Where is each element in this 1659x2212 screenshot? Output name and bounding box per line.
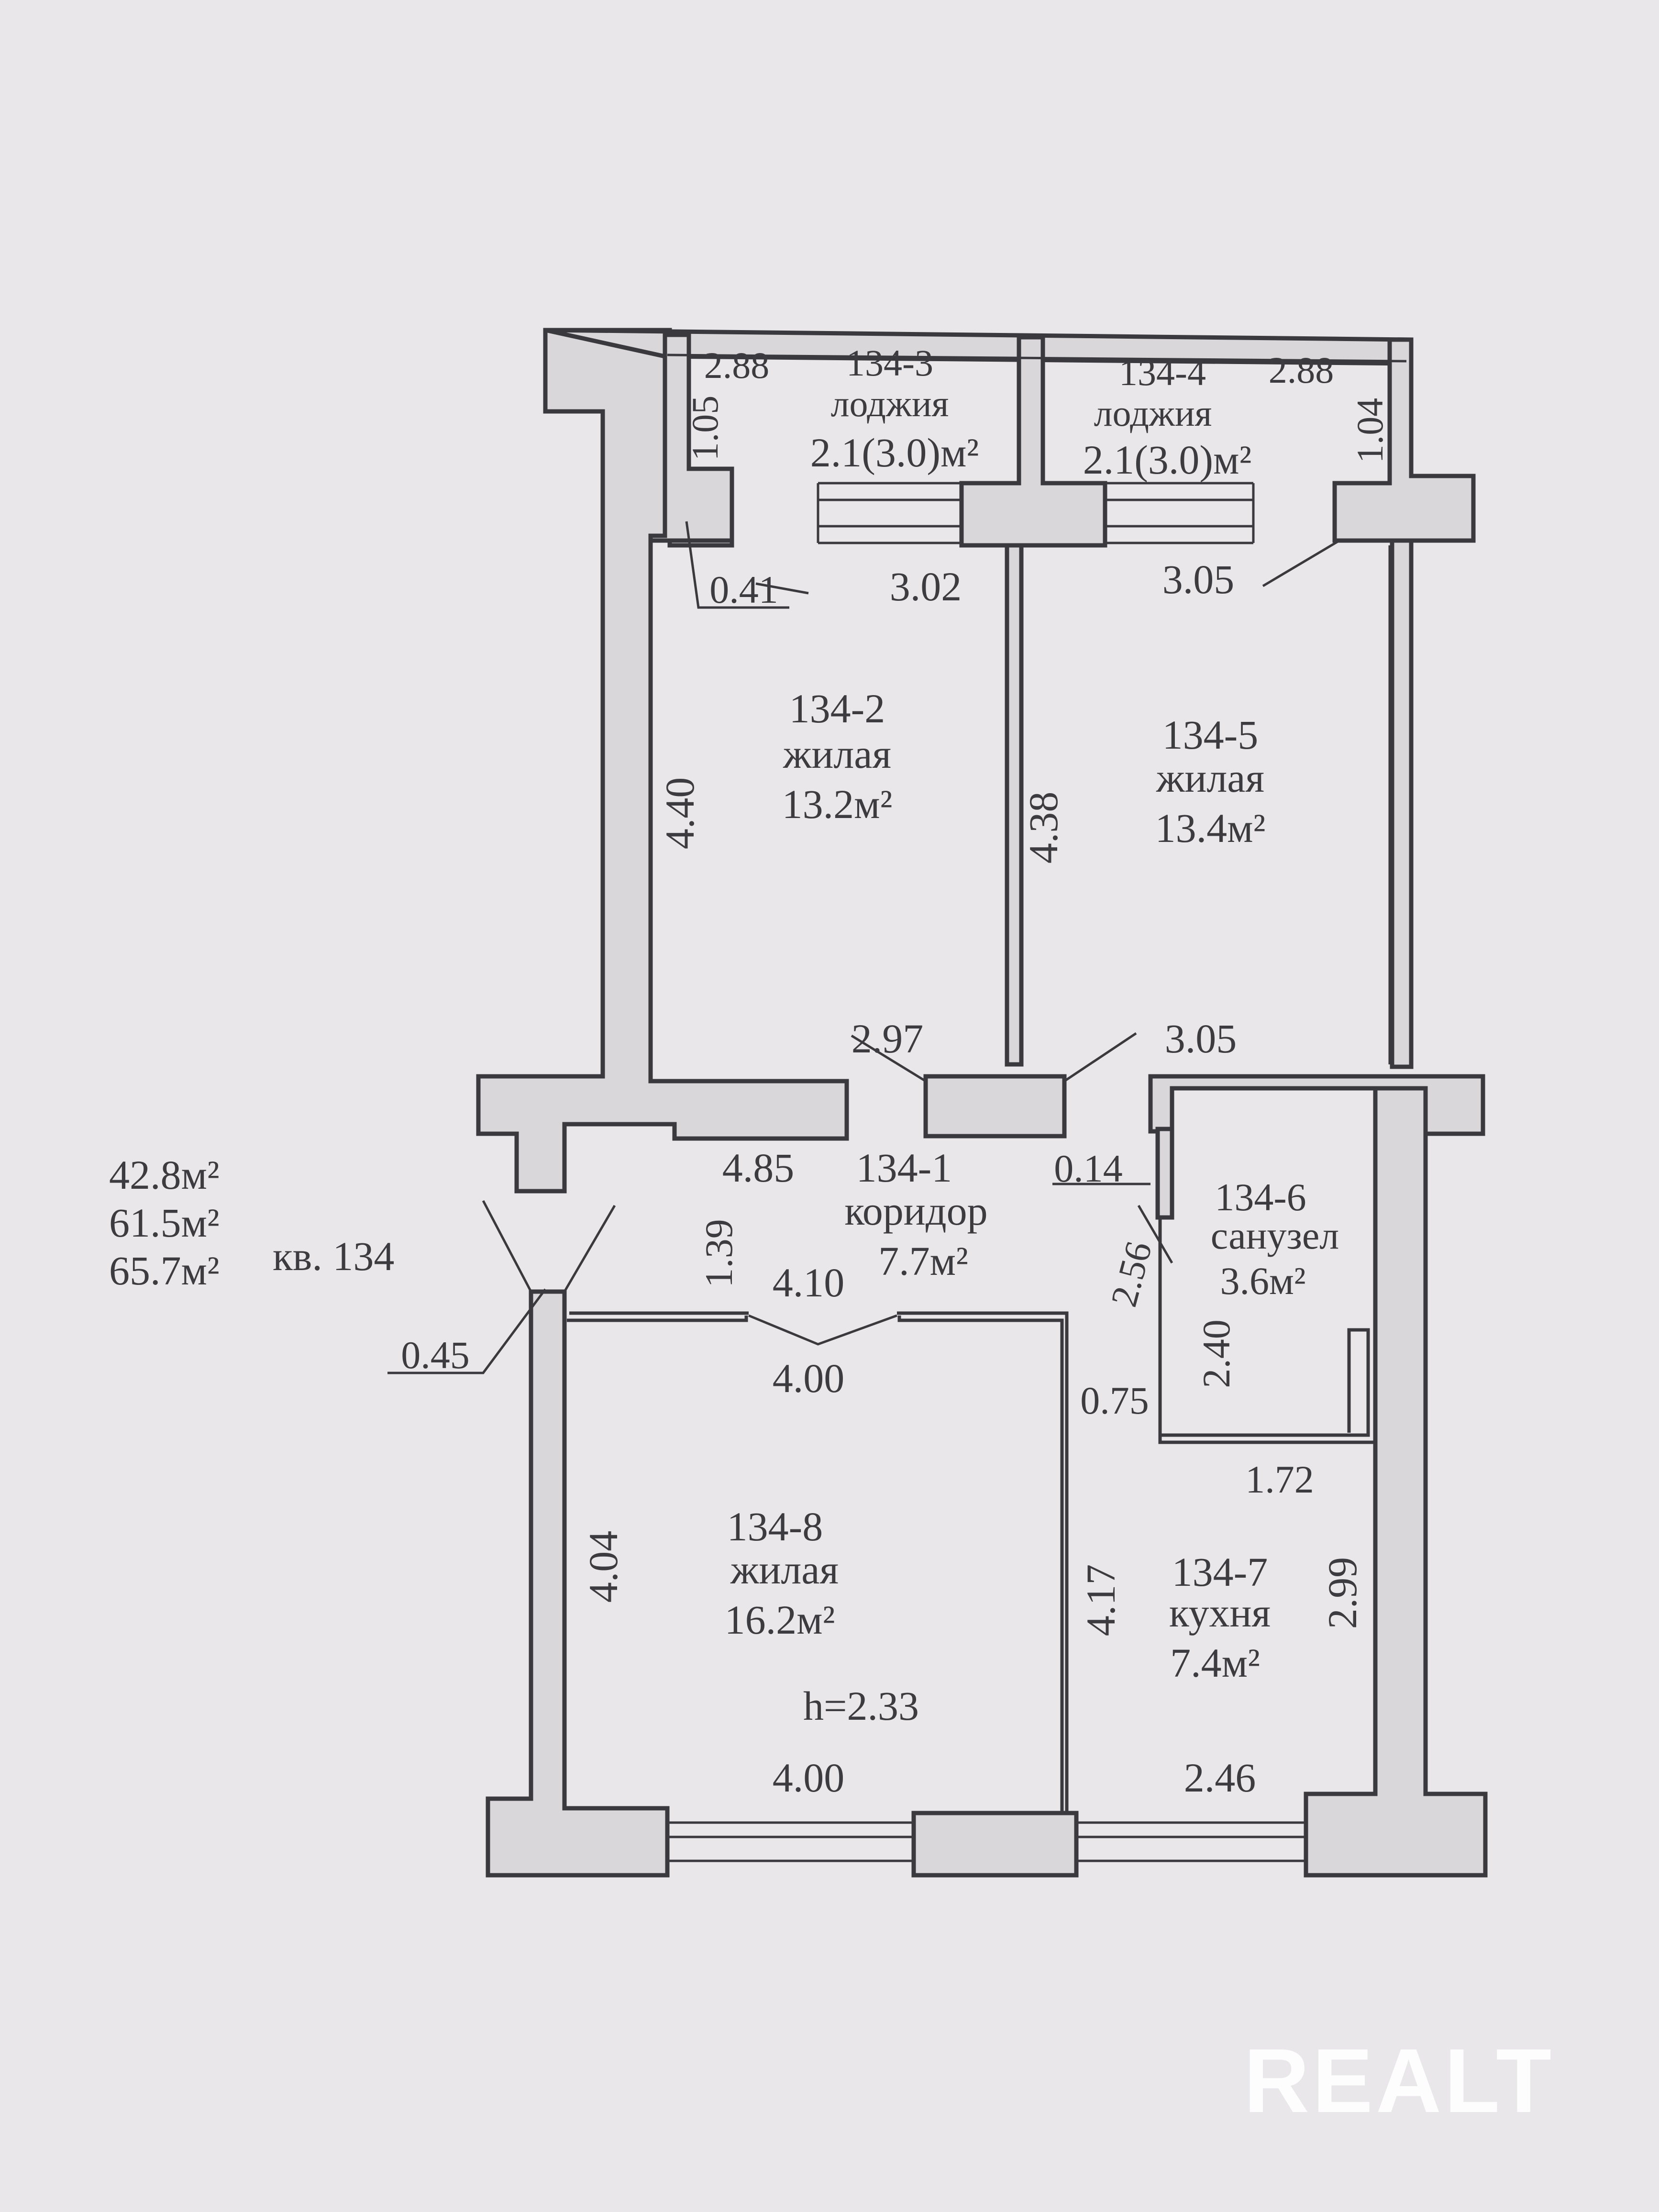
right-pier	[1332, 337, 1476, 543]
leader-256	[1137, 1205, 1173, 1264]
wc-top-wall	[1148, 1074, 1485, 1136]
wc-partition	[1158, 1217, 1375, 1444]
dim-wall-step: 0.14	[1054, 1147, 1123, 1190]
room-134-2-name: жилая	[783, 731, 891, 777]
room-134-8-name: жилая	[730, 1547, 839, 1593]
dim-room2-bottom: 2.97	[852, 1016, 924, 1062]
dim-room2-top: 3.02	[890, 564, 962, 609]
dim-loggia3-width: 2.88	[704, 344, 770, 386]
dim-room2-height: 4.40	[657, 777, 703, 850]
loggia-3-glazing	[817, 482, 962, 544]
dim-corridor-width: 1.39	[697, 1219, 741, 1288]
bottom-window-right	[1076, 1821, 1306, 1862]
room-134-4-area: 2.1(3.0)м²	[1083, 437, 1251, 483]
room-134-7-name: кухня	[1169, 1590, 1271, 1636]
bottom-window-left	[667, 1821, 914, 1862]
room-134-5-area: 13.4м²	[1155, 805, 1266, 851]
dim-corridor-lower: 4.10	[773, 1260, 845, 1305]
room-134-3-area: 2.1(3.0)м²	[810, 430, 979, 476]
wc-wall-stub	[1155, 1127, 1174, 1220]
leader-305-top	[1262, 539, 1340, 587]
right-wall-lower	[1304, 1086, 1488, 1878]
room-134-8-area: 16.2м²	[725, 1597, 835, 1643]
dim-kitchen-bottom: 2.46	[1184, 1755, 1256, 1801]
dim-room8-bottom: 4.00	[773, 1755, 845, 1801]
room8-inner	[569, 1311, 1069, 1813]
area-living: 42.8м²	[109, 1152, 220, 1198]
dim-room2-niche: 0.41	[709, 568, 778, 611]
area-total: 61.5м²	[109, 1200, 220, 1246]
bottom-pier	[911, 1811, 1079, 1878]
area-total-with-loggias: 65.7м²	[109, 1248, 220, 1294]
dim-room5-top: 3.05	[1162, 556, 1235, 602]
apartment-number: кв. 134	[273, 1233, 394, 1279]
room-134-3-id: 134-3	[846, 342, 933, 384]
room-134-7-id: 134-7	[1172, 1549, 1268, 1595]
room-134-6-id: 134-6	[1215, 1175, 1306, 1219]
entry-opening	[482, 1200, 616, 1293]
room-134-4-name: лоджия	[1094, 392, 1212, 434]
room8-door-swing	[748, 1314, 897, 1346]
dim-room5-height: 4.38	[1020, 792, 1066, 864]
dim-wc-gap: 0.75	[1080, 1379, 1149, 1422]
loggia-3-pier	[648, 332, 734, 543]
left-wall-lower	[486, 1289, 670, 1878]
dim-room5-bottom: 3.05	[1165, 1016, 1237, 1062]
partition-2-5	[1005, 543, 1024, 1067]
room-134-1-name: коридор	[844, 1188, 987, 1234]
room-134-5-name: жилая	[1156, 755, 1264, 801]
leader-045	[387, 1288, 547, 1374]
central-pier	[959, 335, 1107, 548]
room-134-1-area: 7.7м²	[878, 1238, 968, 1284]
dim-ceiling-height: h=2.33	[803, 1683, 919, 1729]
room-134-2-id: 134-2	[789, 686, 885, 731]
dim-room8-top: 4.00	[773, 1355, 845, 1401]
loggia-rail	[667, 354, 1407, 363]
dim-loggia4-width: 2.88	[1269, 349, 1334, 391]
room-134-8-id: 134-8	[727, 1504, 823, 1549]
dim-wc-width: 1.72	[1245, 1458, 1314, 1501]
dim-wc-depth: 2.56	[1103, 1237, 1160, 1311]
room-134-1-id: 134-1	[856, 1145, 952, 1191]
loggia-4-glazing	[1105, 482, 1255, 544]
room-134-4-id: 134-4	[1119, 352, 1206, 393]
right-wall-upper	[1390, 538, 1414, 1069]
dim-entry-wall: 0.45	[401, 1333, 470, 1377]
leader-041	[685, 521, 809, 609]
dim-kitchen-right: 2.99	[1319, 1557, 1365, 1629]
room-134-7-area: 7.4м²	[1170, 1640, 1260, 1686]
leader-305-bottom	[1063, 1032, 1137, 1083]
room-134-2-area: 13.2м²	[782, 781, 893, 827]
room-134-5-id: 134-5	[1162, 712, 1259, 758]
leader-297	[851, 1034, 927, 1083]
dim-room8-height: 4.04	[580, 1531, 626, 1603]
corridor-top-block	[923, 1074, 1067, 1139]
dim-loggia4-depth: 1.04	[1349, 398, 1391, 464]
room-134-6-area: 3.6м²	[1220, 1259, 1306, 1303]
dim-wc-height: 2.40	[1194, 1319, 1238, 1388]
dim-loggia3-depth: 1.05	[684, 396, 726, 461]
realt-watermark: REALT	[1244, 2030, 1554, 2132]
left-exterior-wall	[476, 328, 849, 1194]
room-134-6-name: санузел	[1211, 1214, 1339, 1257]
dim-corridor-length: 4.85	[722, 1145, 795, 1191]
room-134-3-name: лоджия	[831, 383, 949, 424]
dim-kitchen-left: 4.17	[1078, 1564, 1124, 1637]
room8-outline	[567, 1316, 1064, 1813]
